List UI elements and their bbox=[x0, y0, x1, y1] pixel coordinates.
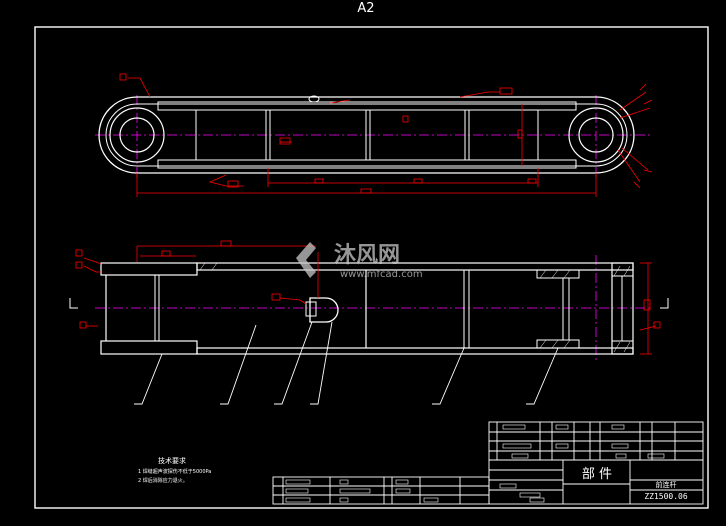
section-mark-left bbox=[69, 298, 78, 309]
front-view bbox=[69, 240, 669, 405]
front-top-plate-left bbox=[100, 262, 198, 276]
watermark-url: www.mfcad.com bbox=[340, 269, 423, 280]
title-block-small-labels bbox=[285, 424, 665, 503]
left-eye-bore bbox=[119, 117, 155, 153]
watermark-logo-icon bbox=[296, 242, 316, 278]
front-hatching bbox=[199, 262, 631, 353]
diaphragm-3 bbox=[464, 109, 470, 161]
section-mark-right bbox=[660, 298, 669, 309]
diaphragm-1 bbox=[265, 109, 271, 161]
lifting-lug bbox=[308, 95, 320, 103]
sheet-size-label: A2 bbox=[357, 1, 374, 16]
front-lug-pin bbox=[305, 301, 317, 317]
watermark-brand: 沐风网 bbox=[334, 243, 400, 268]
right-eye-bore bbox=[578, 117, 614, 153]
balloon-leaders bbox=[134, 321, 559, 405]
title-block-part-label: 部 件 bbox=[582, 467, 612, 482]
front-left-boss bbox=[154, 274, 160, 342]
front-lug bbox=[309, 297, 339, 323]
top-view-dimensions bbox=[128, 77, 651, 197]
right-eye-outer bbox=[568, 107, 624, 163]
front-bottom-plate bbox=[196, 347, 634, 355]
drawing-frame bbox=[34, 26, 709, 509]
title-block bbox=[272, 421, 704, 505]
front-bottom-plate-left bbox=[100, 340, 198, 355]
front-view-dimensions bbox=[75, 240, 661, 355]
front-right-end-cap bbox=[611, 262, 634, 355]
title-block-drawing-no: ZZ1500.06 bbox=[644, 492, 688, 501]
top-view bbox=[95, 73, 653, 197]
link-inner-outline bbox=[105, 103, 628, 167]
tech-requirements-title: 技术要求 bbox=[158, 456, 186, 465]
diaphragm-2 bbox=[365, 109, 371, 161]
front-diaphragm-2 bbox=[463, 269, 470, 349]
front-right-end-web bbox=[562, 277, 570, 341]
tech-requirements: 技术要求 1 焊缝超声波探伤不低于5000Pa 2 焊后消除应力退火。 bbox=[138, 456, 211, 484]
left-eye-outer bbox=[109, 107, 165, 163]
tech-requirement-2: 2 焊后消除应力退火。 bbox=[138, 477, 188, 484]
top-view-symbols bbox=[119, 73, 653, 189]
watermark: 沐风网 www.mfcad.com bbox=[296, 242, 423, 280]
bottom-flange-plate bbox=[157, 159, 577, 169]
tech-requirement-1: 1 焊缝超声波探伤不低于5000Pa bbox=[138, 468, 211, 475]
title-block-part-name: 前连杆 bbox=[656, 480, 677, 489]
top-flange-plate bbox=[157, 101, 577, 111]
